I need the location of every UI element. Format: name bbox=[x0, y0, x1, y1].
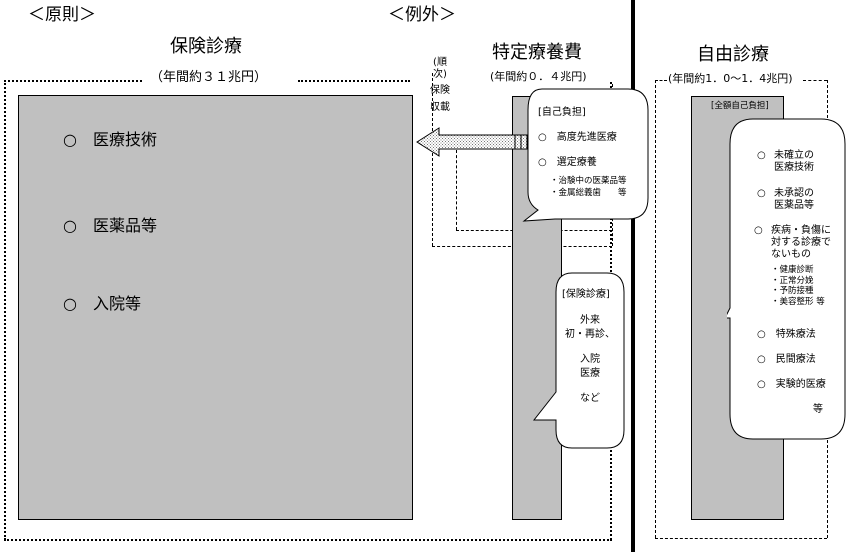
bullet-icon: ○ bbox=[757, 188, 766, 199]
insurance-frame-left bbox=[4, 80, 6, 540]
jiyu-bubble-shape bbox=[727, 118, 846, 440]
self-pay-sub: ・金属総義歯 等 bbox=[550, 188, 627, 198]
order-note-line: 収載 bbox=[430, 102, 450, 113]
insurance-item: ○ 入院等 bbox=[63, 294, 141, 313]
order-note: (順次) 保険 収載 bbox=[427, 57, 453, 114]
arrow-left-icon bbox=[416, 127, 534, 157]
jiyu-amount: (年間約1．0～1．4兆円) bbox=[668, 72, 793, 85]
self-pay-item: ○ 選定療養 bbox=[538, 157, 597, 168]
order-note-line: 保険 bbox=[430, 85, 450, 96]
insurance-amount: （年間約３１兆円） bbox=[150, 70, 268, 85]
tokutei-insurance-item: 外来 bbox=[580, 315, 600, 326]
jiyu-item-line: 未承認の bbox=[774, 188, 814, 199]
bullet-icon: ○ bbox=[754, 225, 763, 236]
self-pay-label: [自己負担] bbox=[538, 107, 586, 118]
order-note-line: (順次) bbox=[433, 57, 447, 80]
jiyu-more-item: ○ 特殊療法 bbox=[757, 329, 816, 340]
jiyu-item-line: 医療技術 bbox=[774, 162, 814, 173]
tokutei-insurance-item: 初・再診、 bbox=[565, 329, 615, 340]
jiyu-more-item: ○ 実験的医療 bbox=[757, 379, 826, 390]
full-self-pay-label: [全額自己負担] bbox=[711, 101, 769, 111]
self-pay-bubble-shape bbox=[522, 88, 649, 222]
tokutei-insurance-item: など bbox=[580, 393, 600, 404]
tokutei-insurance-items: 外来 初・再診、 入院 医療 など bbox=[558, 315, 622, 405]
insurance-box: ○ 医療技術 ○ 医薬品等 ○ 入院等 bbox=[18, 95, 413, 520]
jiyu-frame-bottom bbox=[655, 538, 827, 539]
principle-heading: ＜原則＞ bbox=[28, 5, 96, 25]
bullet-icon: ○ bbox=[757, 150, 766, 161]
jiyu-more-item: ○ 民間療法 bbox=[757, 354, 816, 365]
jiyu-title: 自由診療 bbox=[697, 44, 769, 65]
jiyu-item-line: ないもの bbox=[771, 249, 811, 260]
insurance-frame-top-left bbox=[4, 80, 142, 82]
jiyu-item-line: 疾病・負傷に bbox=[771, 225, 831, 236]
insurance-frame-bottom bbox=[4, 539, 612, 541]
jiyu-sub-item: ・正常分娩 bbox=[771, 275, 814, 286]
jiyu-frame-top-right bbox=[803, 80, 827, 81]
jiyu-sub-list: ・健康診断 ・正常分娩 ・予防接種 ・美容整形 等 bbox=[771, 265, 825, 307]
tokutei-insurance-item: 入院 bbox=[580, 354, 600, 365]
tokutei-title: 特定療養費 bbox=[492, 42, 582, 63]
insurance-item: ○ 医薬品等 bbox=[63, 216, 157, 235]
tokutei-insurance-label: [保険診療] bbox=[562, 289, 610, 300]
jiyu-frame-top-left bbox=[655, 80, 667, 81]
jiyu-frame-left bbox=[655, 80, 656, 538]
section-divider bbox=[631, 0, 635, 552]
tokutei-insurance-item: 医療 bbox=[580, 368, 600, 379]
insurance-title: 保険診療 bbox=[170, 36, 242, 57]
self-pay-sub: ・治験中の医薬品等 bbox=[550, 176, 627, 186]
self-pay-item: ○ 高度先進医療 bbox=[538, 132, 617, 143]
jiyu-sub-item: ・美容整形 等 bbox=[771, 296, 825, 307]
jiyu-sub-item: ・健康診断 bbox=[771, 265, 814, 275]
jiyu-sub-item: ・予防接種 bbox=[771, 286, 814, 296]
inner-frame-left bbox=[456, 150, 457, 230]
jiyu-item-line: 対する診療で bbox=[771, 237, 831, 248]
jiyu-item-line: 未確立の bbox=[774, 150, 814, 161]
tokutei-amount: (年間約０．４兆円) bbox=[490, 70, 587, 83]
exception-heading: ＜例外＞ bbox=[388, 5, 456, 25]
insurance-bubble-shape bbox=[532, 272, 625, 449]
jiyu-item-line: 医薬品等 bbox=[774, 200, 814, 211]
insurance-item: ○ 医療技術 bbox=[63, 130, 157, 149]
jiyu-etc: 等 bbox=[813, 404, 823, 415]
insurance-frame-top-right bbox=[298, 80, 410, 82]
order-frame-left bbox=[432, 73, 433, 246]
